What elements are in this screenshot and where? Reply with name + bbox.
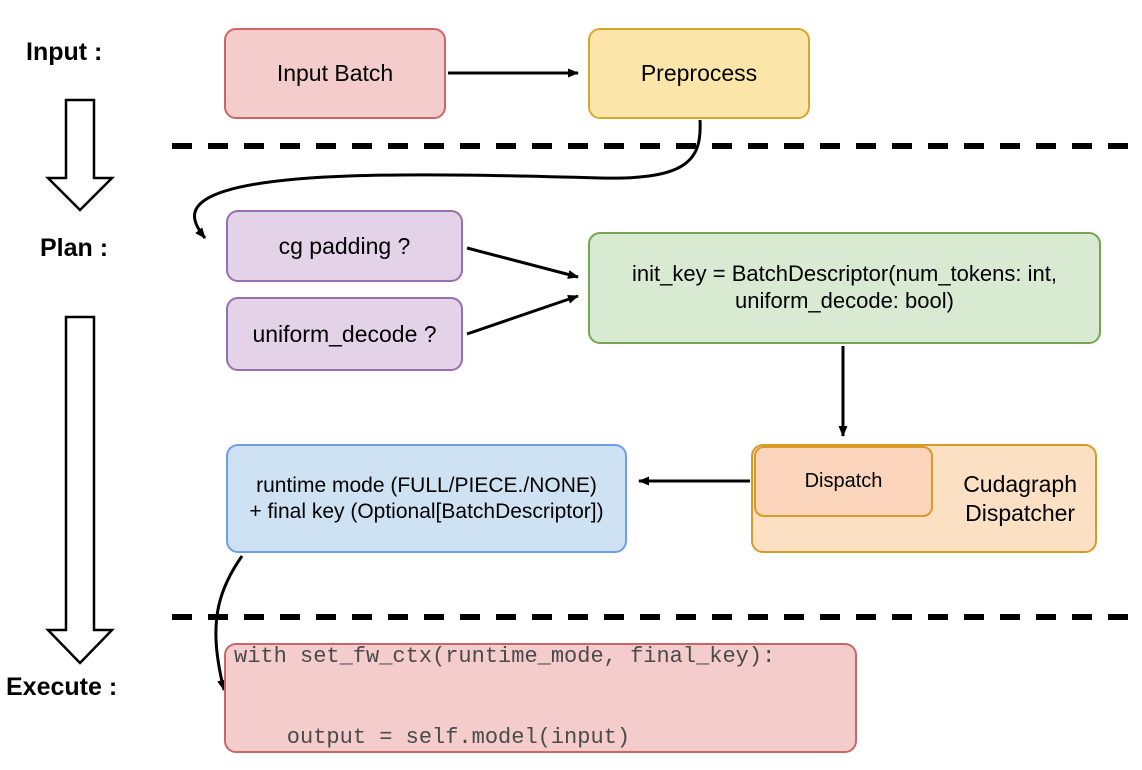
- node-execute-code-block[interactable]: with set_fw_ctx(runtime_mode, final_key)…: [224, 643, 857, 753]
- node-runtime-mode-line-2: + final key (Optional[BatchDescriptor]): [249, 499, 604, 523]
- block-arrow-input-to-plan: [44, 98, 116, 212]
- node-uniform-decode[interactable]: uniform_decode ?: [226, 297, 463, 371]
- node-init-key-line-2: uniform_decode: bool): [735, 288, 954, 313]
- node-preprocess[interactable]: Preprocess: [588, 28, 810, 119]
- stage-label-plan: Plan :: [40, 234, 109, 262]
- block-arrow-plan-to-execute: [45, 315, 115, 665]
- edge-uniform-decode-to-init-key: [466, 294, 579, 336]
- node-dispatch[interactable]: Dispatch: [754, 446, 933, 517]
- node-input-batch-label: Input Batch: [276, 60, 394, 87]
- node-runtime-mode-line-1: runtime mode (FULL/PIECE./NONE): [256, 473, 597, 497]
- node-uniform-decode-label: uniform_decode ?: [252, 320, 437, 347]
- node-cudagraph-dispatcher-line-1: Cudagraph: [963, 471, 1077, 498]
- node-cg-padding-label: cg padding ?: [278, 232, 411, 259]
- stage-label-input: Input :: [26, 38, 103, 66]
- node-cudagraph-dispatcher-line-2: Dispatcher: [965, 499, 1076, 526]
- node-preprocess-label: Preprocess: [640, 60, 758, 87]
- node-init-key-line-1: init_key = BatchDescriptor(num_tokens: i…: [632, 261, 1057, 287]
- node-cg-padding[interactable]: cg padding ?: [226, 210, 463, 282]
- code-line-2: output = self.model(input): [234, 724, 631, 750]
- edge-cg-padding-to-init-key: [466, 246, 579, 279]
- node-init-key-batchdescriptor[interactable]: init_key = BatchDescriptor(num_tokens: i…: [588, 232, 1101, 344]
- node-runtime-mode-and-final-key[interactable]: runtime mode (FULL/PIECE./NONE) + final …: [226, 444, 627, 553]
- code-line-1: with set_fw_ctx(runtime_mode, final_key)…: [234, 644, 776, 670]
- node-dispatch-label: Dispatch: [804, 470, 883, 493]
- stage-label-execute: Execute :: [6, 673, 118, 701]
- node-input-batch[interactable]: Input Batch: [224, 28, 446, 119]
